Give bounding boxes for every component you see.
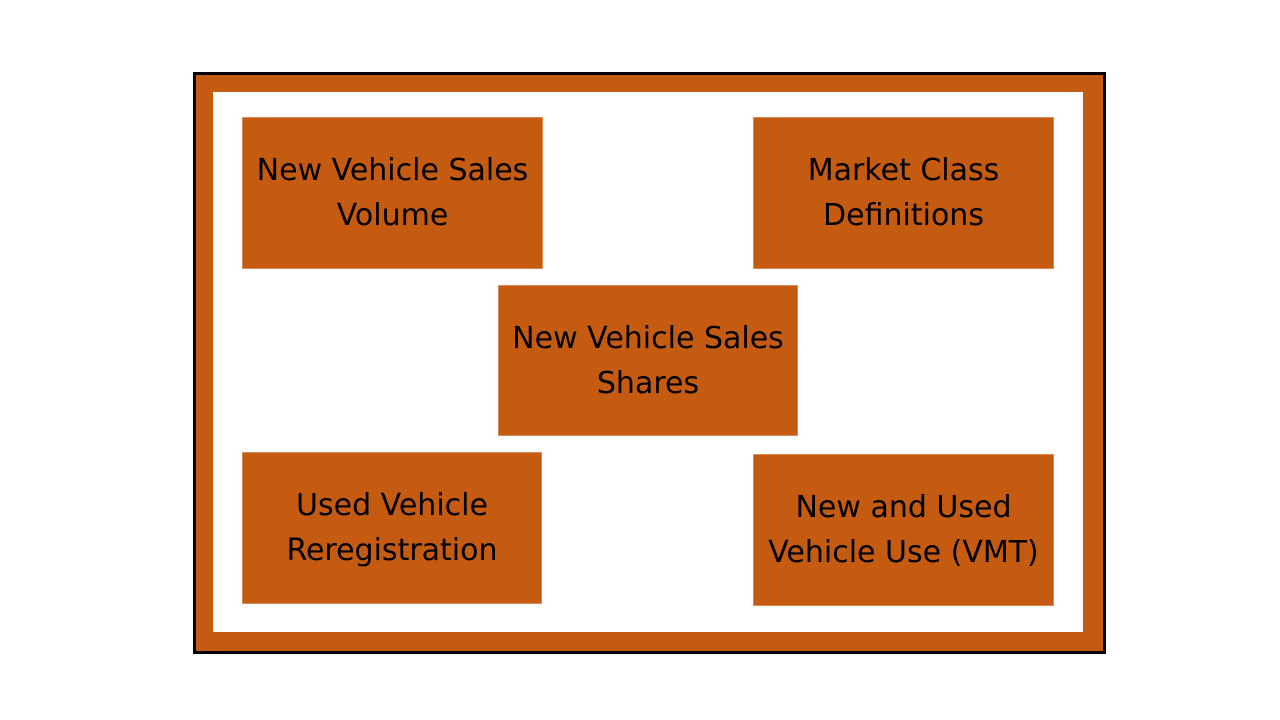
new-vehicle-sales-volume-box: New Vehicle Sales Volume bbox=[242, 117, 543, 269]
market-class-definitions-box: Market Class Definitions bbox=[753, 117, 1054, 269]
market-class-definitions-label: Market Class Definitions bbox=[807, 153, 1000, 233]
new-and-used-vehicle-use-box: New and Used Vehicle Use (VMT) bbox=[753, 454, 1054, 606]
new-vehicle-sales-volume-label: New Vehicle Sales Volume bbox=[256, 153, 529, 233]
new-vehicle-sales-shares-label: New Vehicle Sales Shares bbox=[512, 320, 784, 401]
used-vehicle-reregistration-box: Used Vehicle Reregistration bbox=[242, 452, 542, 604]
new-vehicle-sales-shares-box: New Vehicle Sales Shares bbox=[498, 285, 798, 436]
used-vehicle-reregistration-label: Used Vehicle Reregistration bbox=[286, 488, 498, 568]
new-and-used-vehicle-use-label: New and Used Vehicle Use (VMT) bbox=[768, 490, 1039, 570]
